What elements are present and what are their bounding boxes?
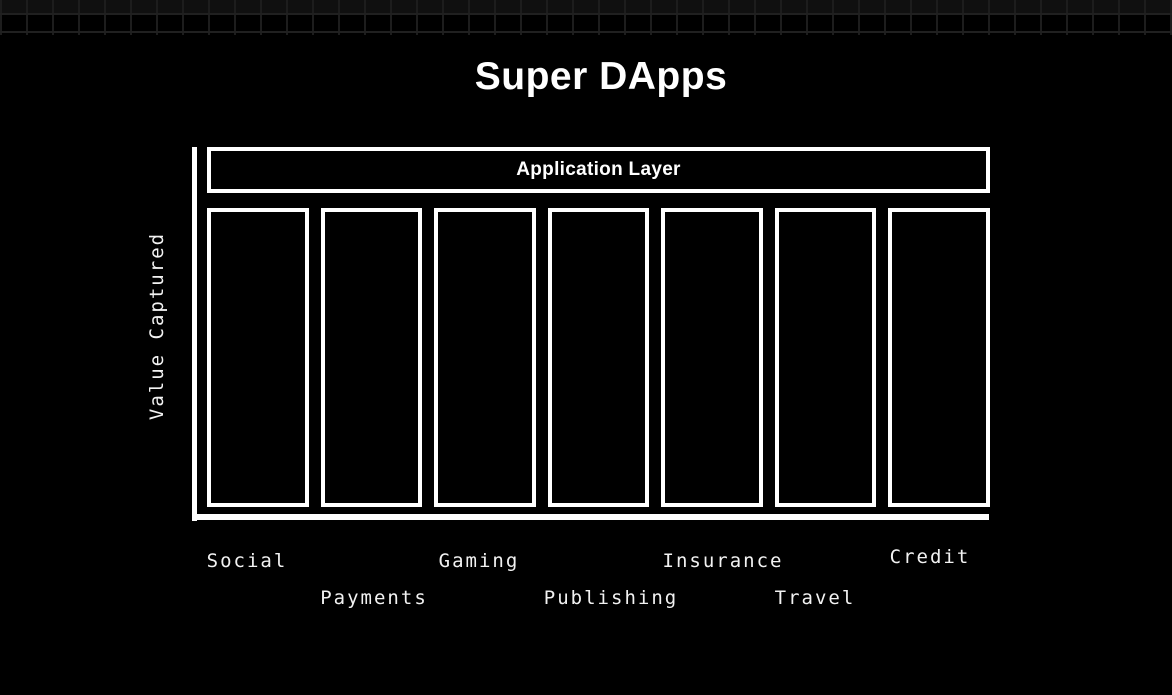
column-publishing xyxy=(547,208,650,507)
column-gaming xyxy=(434,208,536,507)
application-layer-label: Application Layer xyxy=(516,159,681,180)
category-label-gaming: Gaming xyxy=(438,550,520,572)
application-layer-box: Application Layer xyxy=(207,147,990,193)
category-label-social: Social xyxy=(206,550,288,572)
category-label-insurance: Insurance xyxy=(662,550,784,572)
top-grid-texture xyxy=(0,0,1172,35)
category-label-travel: Travel xyxy=(774,587,856,609)
column-credit xyxy=(888,208,991,507)
category-label-publishing: Publishing xyxy=(543,587,679,609)
columns-row xyxy=(207,208,991,507)
column-insurance xyxy=(661,208,763,507)
category-label-payments: Payments xyxy=(320,587,428,609)
y-axis-line xyxy=(192,147,197,521)
column-travel xyxy=(774,208,877,507)
y-axis-label: Value Captured xyxy=(146,231,168,421)
category-label-credit: Credit xyxy=(889,546,971,568)
column-social xyxy=(207,208,309,507)
column-payments xyxy=(320,208,423,507)
x-axis-line xyxy=(192,514,989,520)
page-title: Super DApps xyxy=(474,55,728,98)
